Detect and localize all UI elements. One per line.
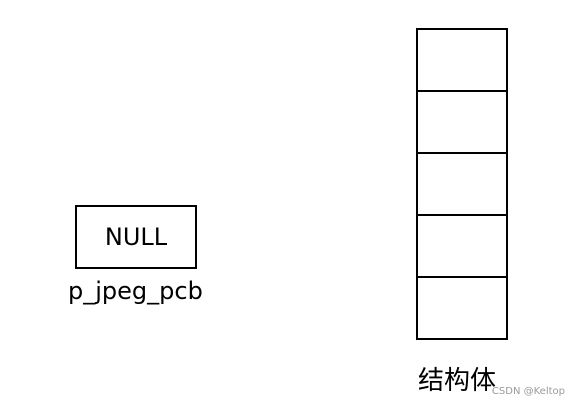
pointer-value-text: NULL — [104, 223, 168, 251]
struct-label: 结构体 — [418, 366, 497, 396]
struct-cell-2 — [418, 92, 506, 154]
struct-cell-4 — [418, 216, 506, 278]
pointer-value-box: NULL — [75, 205, 197, 269]
watermark-text: CSDN @Keltop — [491, 386, 565, 397]
struct-cell-5 — [418, 278, 506, 338]
pointer-variable-label: p_jpeg_pcb — [68, 277, 203, 305]
struct-cell-1 — [418, 30, 506, 92]
struct-memory-block — [416, 28, 508, 340]
struct-cell-3 — [418, 154, 506, 216]
